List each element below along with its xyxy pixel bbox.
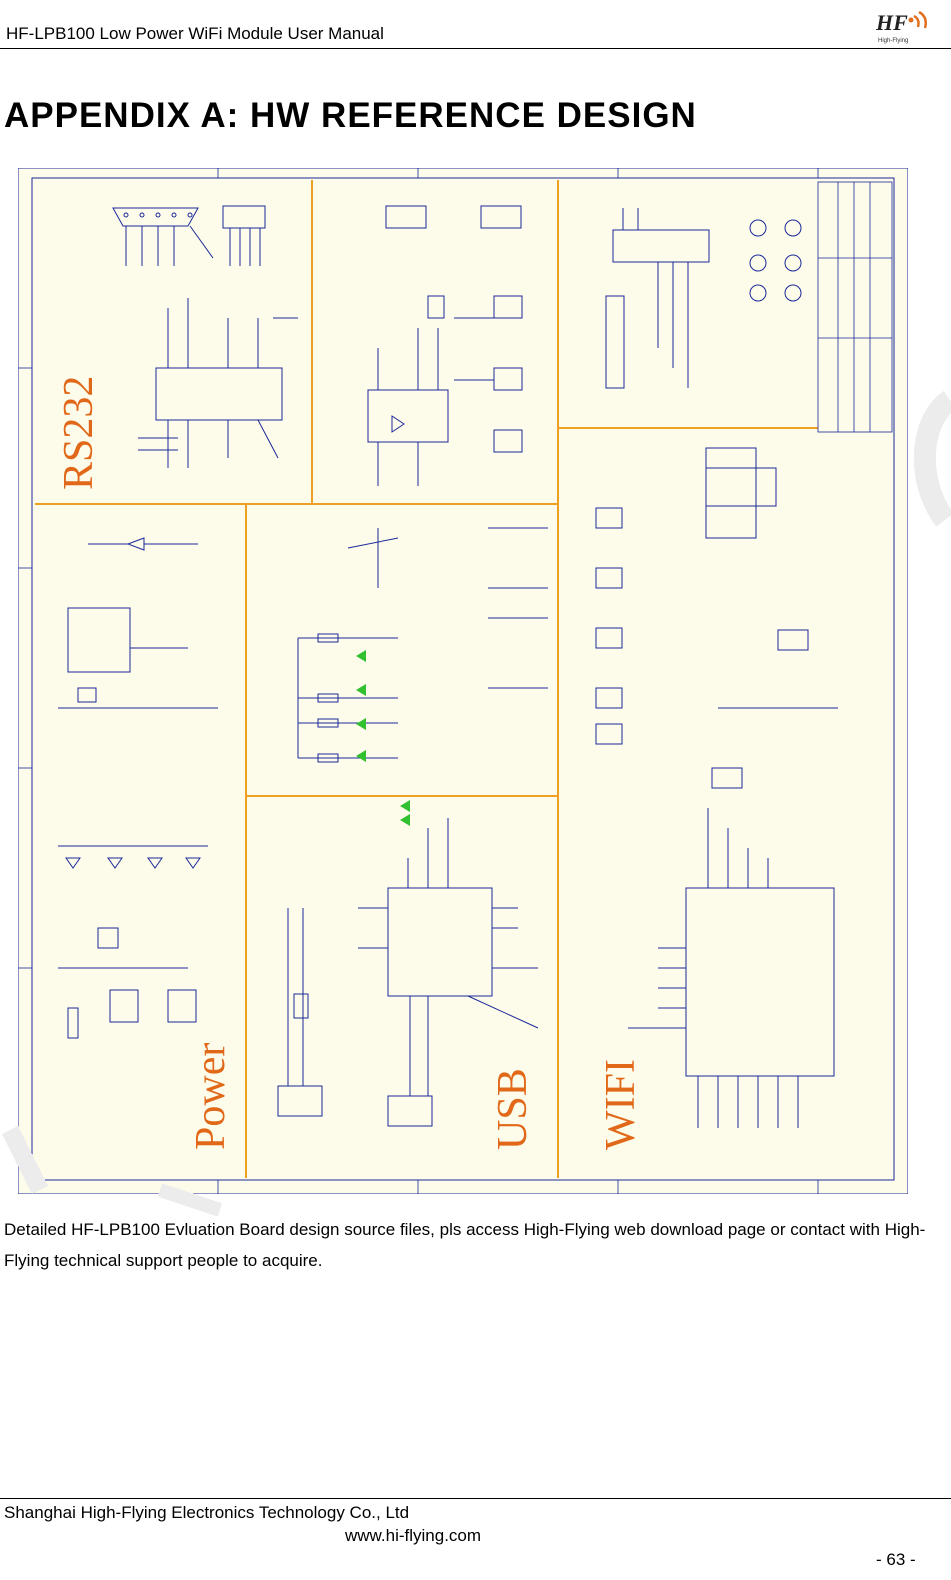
footer-rule (0, 1498, 951, 1499)
led-circuit (297, 527, 548, 763)
caption-text: Detailed HF-LPB100 Evluation Board desig… (4, 1220, 926, 1270)
page-number: - 63 - (876, 1550, 916, 1569)
title-block (817, 181, 893, 433)
led-indicators (356, 650, 410, 826)
logo-text: HF (875, 10, 908, 35)
wifi-jtag-circuit (605, 208, 802, 507)
header-rule (0, 48, 951, 49)
usb-label: USB (490, 1068, 536, 1150)
wifi-module-circuit (595, 447, 838, 1128)
top-middle-circuit (367, 205, 523, 486)
hf-logo: HF High-Flying (875, 10, 927, 44)
appendix-heading: APPENDIX A: HW REFERENCE DESIGN (4, 96, 697, 135)
block-labels: RS232 Power USB WIFI (56, 376, 644, 1150)
document-title: HF-LPB100 Low Power WiFi Module User Man… (6, 24, 384, 43)
block-borders (35, 180, 818, 1178)
page-header: HF-LPB100 Low Power WiFi Module User Man… (0, 0, 951, 50)
rs232-circuit (112, 205, 298, 468)
power-label: Power (188, 1043, 234, 1150)
usb-circuit (277, 818, 539, 1127)
reference-design-schematic: RS232 Power USB WIFI (18, 168, 908, 1194)
footer-website: www.hi-flying.com (345, 1526, 482, 1545)
border-ticks (18, 168, 819, 1194)
power-circuit (58, 537, 218, 1039)
logo-subtext: High-Flying (878, 38, 908, 44)
rs232-label: RS232 (56, 376, 102, 490)
wifi-label: WIFI (598, 1059, 644, 1150)
footer-company: Shanghai High-Flying Electronics Technol… (4, 1503, 410, 1522)
